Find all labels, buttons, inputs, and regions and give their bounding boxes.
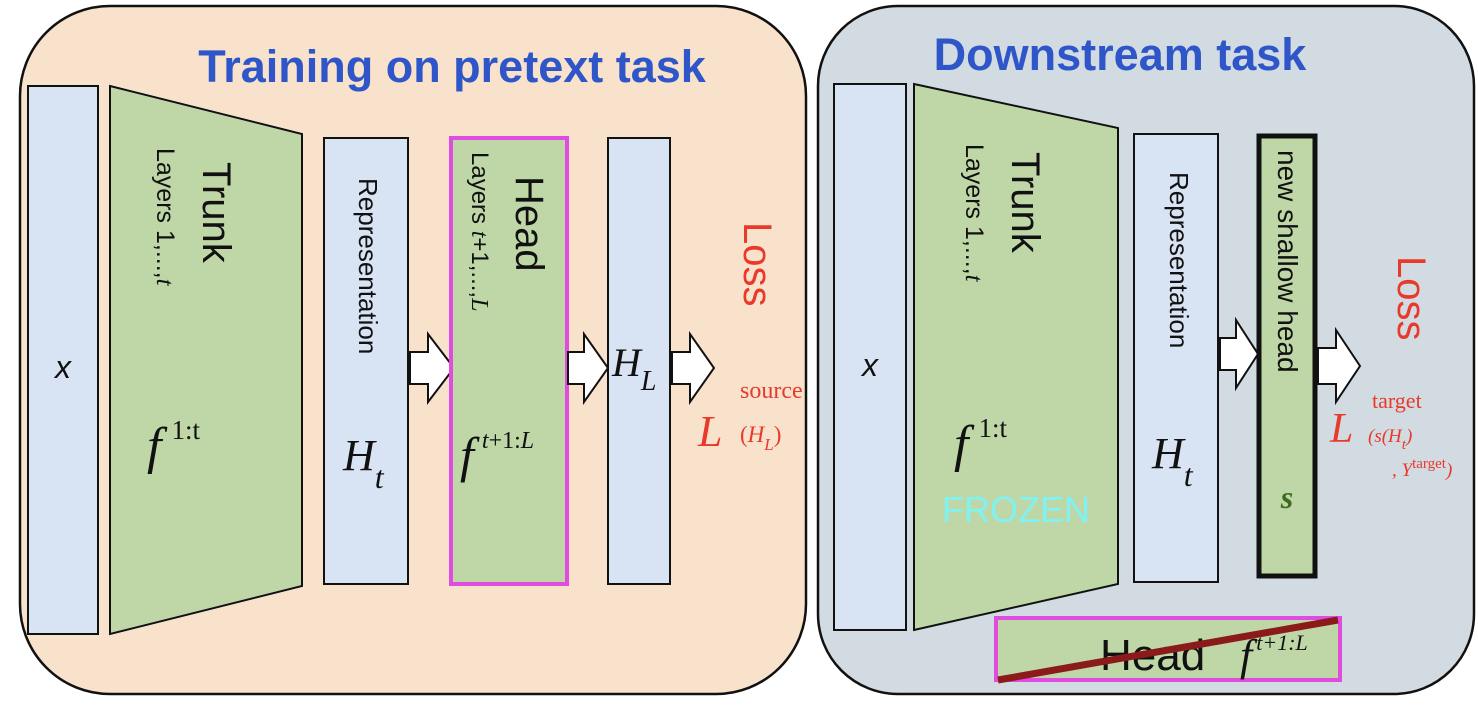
downstream-representation-label: Representation <box>1164 172 1194 348</box>
pretext-loss-superscript: source <box>740 378 803 404</box>
pretext-head-title: Head <box>507 176 551 272</box>
downstream-trunk-layers: Layers 1,...,t <box>960 144 988 283</box>
pretext-arrow-head-to-output <box>567 330 610 406</box>
pretext-arrow-output-to-loss <box>671 330 716 406</box>
downstream-arrow-new-head-to-loss <box>1317 326 1362 406</box>
pretext-loss-symbol: L <box>697 407 722 456</box>
pretext-representation-box <box>323 137 409 585</box>
downstream-representation-var: Ht <box>1151 429 1194 493</box>
downstream-loss-superscript: target <box>1372 388 1422 413</box>
pretext-panel: Training on pretext task x Trunk Layers … <box>18 4 808 696</box>
pretext-output-var: HL <box>611 340 656 397</box>
downstream-representation-box <box>1133 133 1219 583</box>
downstream-input-box <box>833 83 907 631</box>
downstream-new-head-box <box>1256 133 1318 579</box>
pretext-trunk-title: Trunk <box>194 162 238 264</box>
pretext-title: Training on pretext task <box>198 41 707 92</box>
pretext-input-label: x <box>53 349 72 385</box>
downstream-loss-args-line1: (s(Ht) <box>1368 426 1412 453</box>
downstream-new-head-func: s <box>1280 479 1293 515</box>
pretext-input-box <box>27 85 99 635</box>
pretext-representation-label: Representation <box>353 178 383 354</box>
downstream-trunk-shape <box>913 82 1119 632</box>
downstream-discarded-head-strike <box>997 616 1339 684</box>
pretext-trunk-shape <box>109 84 303 636</box>
downstream-loss-label: Loss <box>1389 256 1433 341</box>
downstream-arrow-rep-to-new-head <box>1219 316 1260 392</box>
downstream-loss-args-line2: , Ytarget) <box>1392 456 1452 481</box>
downstream-input-label: x <box>860 347 879 383</box>
downstream-trunk-title: Trunk <box>1003 152 1047 254</box>
pretext-head-layers: Layers t+1,...,L <box>466 152 493 311</box>
downstream-panel: Downstream task x Trunk Layers 1,...,t f… <box>816 4 1476 696</box>
pretext-arrow-rep-to-head <box>409 331 456 405</box>
downstream-new-head-label: new shallow head <box>1272 150 1303 373</box>
downstream-frozen-label: FROZEN <box>942 489 1090 530</box>
pretext-loss-label: Loss <box>735 222 779 307</box>
downstream-loss-symbol: L <box>1329 406 1353 452</box>
pretext-loss-args: (HL) <box>740 422 781 454</box>
pretext-representation-var: Ht <box>342 431 385 495</box>
pretext-trunk-layers: Layers 1,...,t <box>151 148 179 287</box>
pretext-output-box <box>607 137 671 585</box>
pretext-head-box <box>449 136 569 586</box>
downstream-title: Downstream task <box>934 29 1308 80</box>
